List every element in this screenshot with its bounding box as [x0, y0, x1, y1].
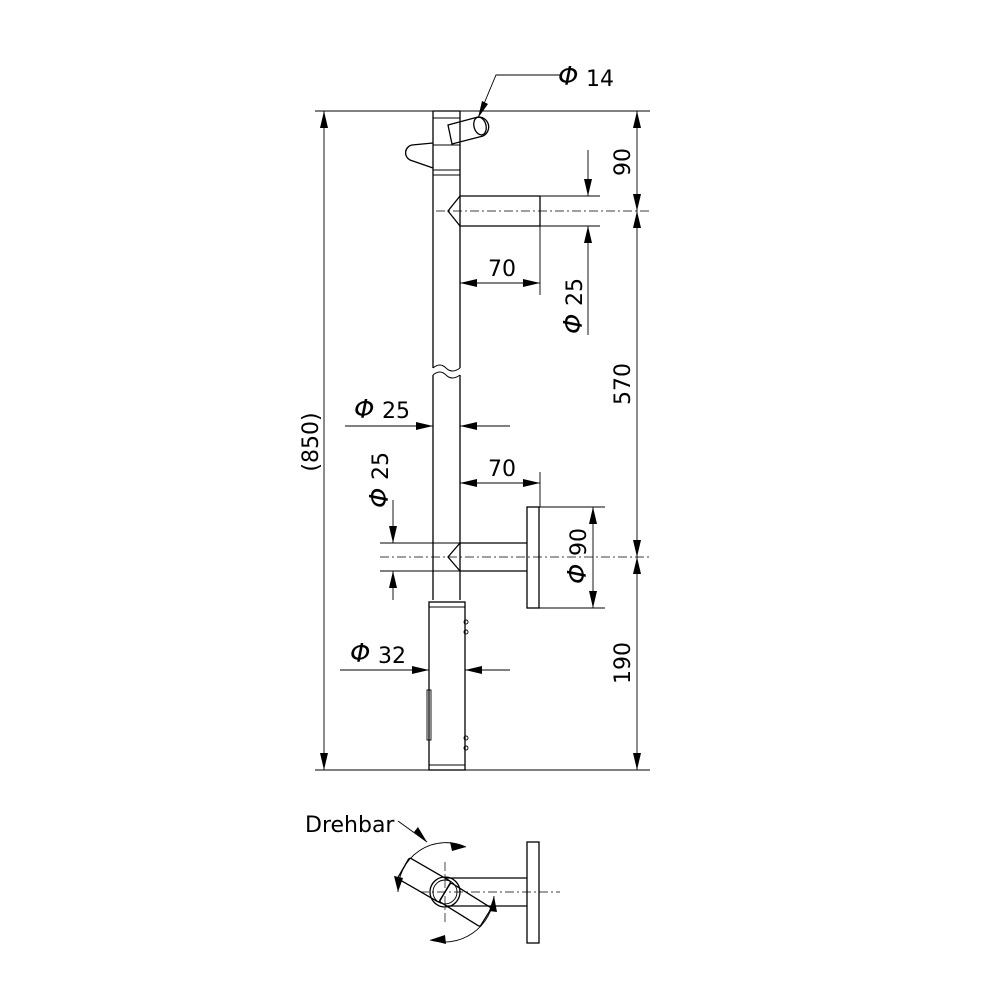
phi-symbol: Φ	[559, 314, 589, 334]
dim-right-stack: 90 570 190	[460, 110, 650, 771]
lower-arm	[380, 506, 650, 609]
dim-phi25-lower: Φ 25	[365, 452, 460, 600]
label-w70-lower: 70	[488, 457, 516, 482]
label-h90: 90	[611, 148, 636, 176]
dim-phi25-tube: Φ 25	[345, 395, 510, 430]
label-d25-tube: 25	[382, 399, 410, 424]
dim-phi25-stub: Φ 25	[540, 150, 600, 335]
phi-symbol: Φ	[350, 639, 370, 669]
phi-symbol: Φ	[354, 395, 374, 425]
top-arm	[436, 195, 650, 227]
label-d32: 32	[378, 644, 406, 669]
label-h190: 190	[611, 642, 636, 684]
phi-symbol: Φ	[558, 62, 578, 92]
phi-symbol: Φ	[365, 488, 395, 508]
phi-symbol: Φ	[563, 564, 593, 584]
top-view: Drehbar	[305, 813, 560, 944]
peg-right	[447, 116, 490, 145]
label-d90: 90	[567, 528, 592, 556]
dim-70-top: 70	[460, 226, 541, 295]
dim-70-lower: 70	[460, 457, 541, 507]
label-h850: (850)	[299, 412, 324, 471]
dim-phi32: Φ 32	[340, 639, 510, 674]
label-w70-top: 70	[488, 257, 516, 282]
dim-850: (850)	[299, 110, 433, 771]
label-d25-stub: 25	[563, 278, 588, 306]
label-h570: 570	[611, 363, 636, 405]
peg-left	[404, 142, 434, 169]
main-post	[426, 110, 469, 771]
label-d25-lower: 25	[369, 452, 394, 480]
dim-phi14: Φ 14	[477, 62, 614, 119]
label-drehbar: Drehbar	[305, 813, 395, 838]
dim-phi90: Φ 90	[539, 506, 605, 609]
label-d14: 14	[586, 67, 614, 92]
